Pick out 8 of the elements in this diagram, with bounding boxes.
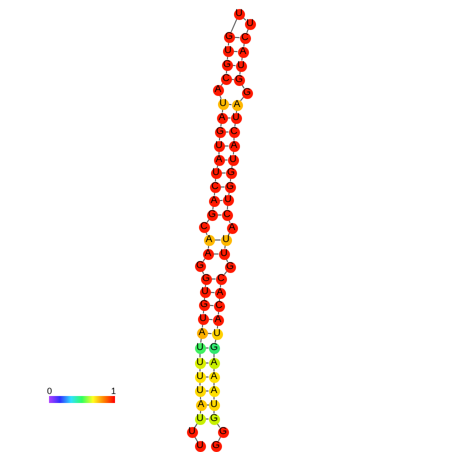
backbone-line [246, 28, 249, 34]
backbone-line [219, 94, 222, 100]
backbone-line [230, 18, 238, 32]
backbone-line [202, 258, 206, 262]
backbone-line [206, 219, 210, 223]
base-pair-line [234, 36, 240, 38]
scale-tick-label: 0 [47, 387, 52, 396]
scale-tick-label: 1 [111, 387, 116, 396]
